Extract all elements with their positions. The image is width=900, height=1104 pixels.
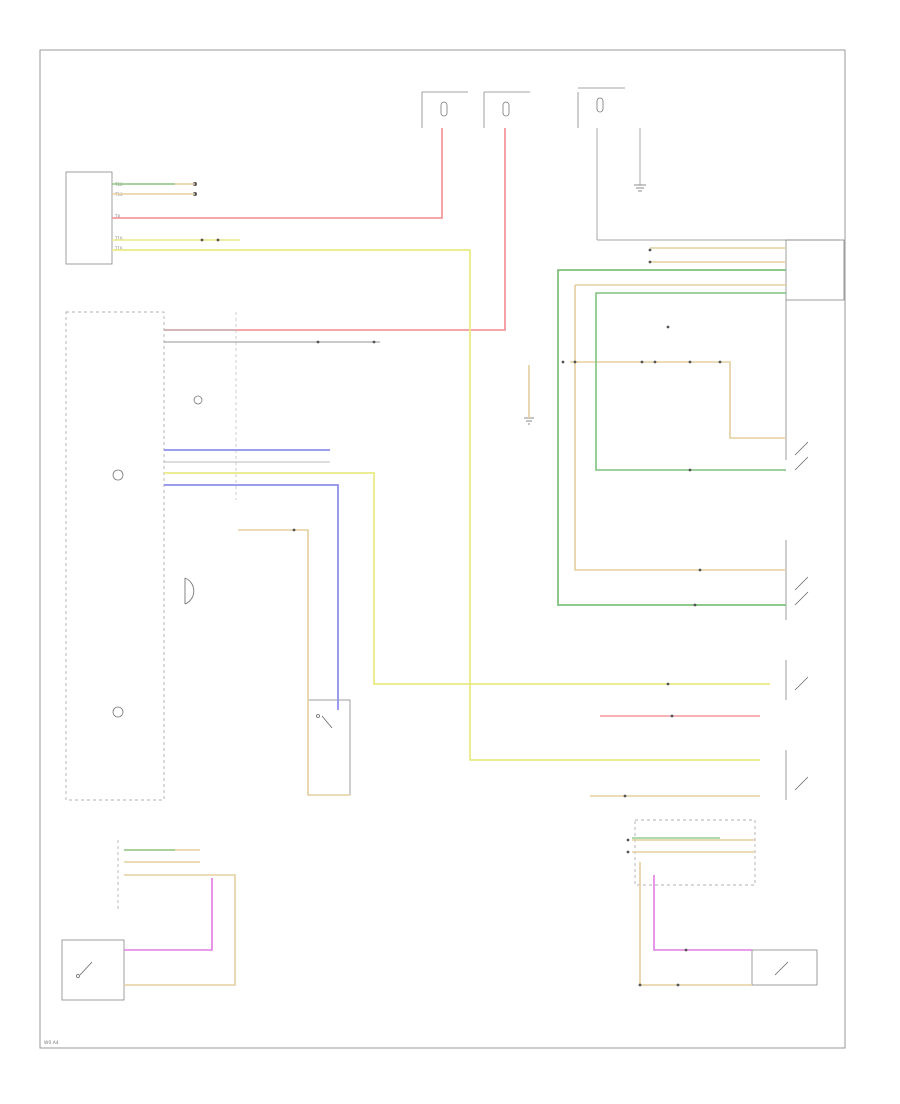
belt-sensor-module-box (307, 699, 351, 796)
buckle-switch-box (61, 939, 125, 1001)
airbag-module-box (785, 239, 845, 301)
connector-dots (200, 238, 722, 987)
power-supply-section (421, 87, 840, 241)
engine-control-module-box (65, 171, 113, 265)
wire-tan-ecm (112, 183, 195, 195)
wire-pink-occupant (653, 875, 752, 951)
passenger-seat-switch-box (751, 949, 818, 986)
svg-text:T16: T16 (114, 246, 123, 251)
wire-tan-right-2 (574, 285, 786, 571)
switch-icon-buckle (76, 961, 93, 978)
footer-code: W0 A4 (44, 1040, 59, 1046)
gauge-icon (184, 577, 195, 605)
fuse-bracket-mid (483, 91, 530, 128)
wire-red-cluster (164, 128, 506, 331)
wire-tan-top-right (650, 247, 786, 263)
diagram-frame (39, 49, 846, 1049)
fuse-bracket-left (421, 91, 468, 128)
wire-tan-lower-left (124, 874, 236, 986)
ground-icon (634, 184, 646, 192)
wire-green-outer (557, 269, 786, 606)
wire-tan-belt-sensor (238, 529, 350, 796)
wire-tan-lower-left-2 (124, 849, 200, 863)
wire-red-ecm (112, 128, 443, 219)
fuse-bracket-right (577, 87, 625, 128)
wire-tan-occ-top (632, 839, 755, 853)
wire-pink-lower-left (124, 878, 213, 951)
switch-icon (316, 714, 333, 729)
splice-icon (193, 182, 197, 196)
right-switches (794, 441, 809, 791)
wire-blue-cluster-2 (164, 484, 339, 710)
wire-tan-occupant (639, 862, 752, 986)
switch-icon-passenger (774, 961, 789, 976)
wire-yellow-ecm (112, 249, 760, 761)
wire-yellow-cluster (164, 472, 770, 685)
fuse-icon (440, 97, 604, 117)
lamp-icon (112, 395, 203, 718)
wire-green-inner (595, 292, 786, 471)
ground-icon-sensor (524, 417, 534, 425)
wire-tan-right-1 (570, 361, 786, 439)
svg-text:T8: T8 (114, 214, 120, 219)
svg-text:T16: T16 (114, 236, 123, 241)
instrument-cluster-box (65, 311, 165, 801)
